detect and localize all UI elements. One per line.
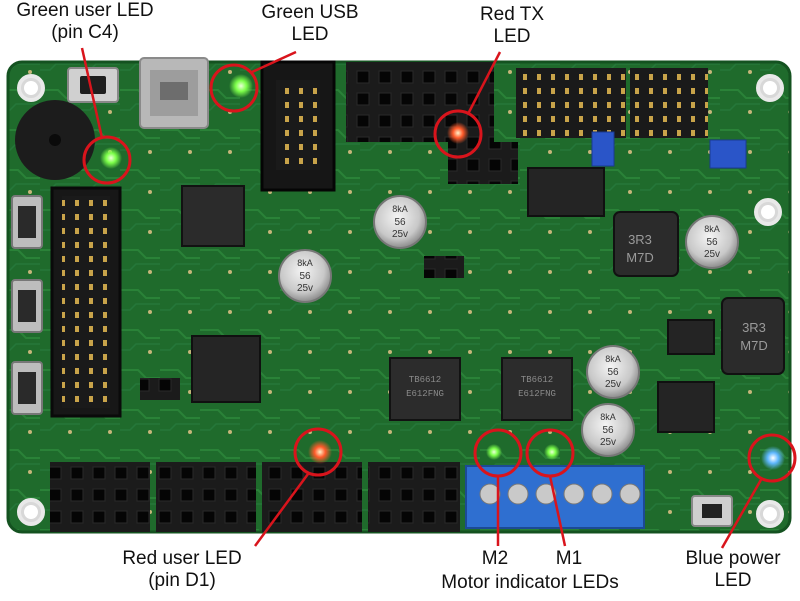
svg-text:3R3: 3R3 — [628, 232, 652, 247]
svg-text:56: 56 — [394, 217, 406, 228]
pin-header-a — [516, 68, 626, 138]
bottom-headers — [50, 462, 460, 532]
svg-text:56: 56 — [706, 237, 718, 248]
label-motor-indicator-leds: Motor indicator LEDs — [441, 572, 619, 593]
ic-regulator — [527, 167, 605, 217]
svg-text:TB6612: TB6612 — [409, 375, 441, 385]
svg-text:56: 56 — [299, 271, 311, 282]
jumper-blue-2 — [591, 131, 615, 167]
svg-text:8kA: 8kA — [297, 258, 313, 268]
green-user-led — [100, 147, 122, 169]
svg-text:56: 56 — [607, 367, 619, 378]
usb-connector — [139, 57, 209, 129]
svg-text:25v: 25v — [704, 249, 720, 260]
label-green-usb-led: Green USB LED — [261, 2, 359, 45]
svg-text:3R3: 3R3 — [742, 320, 766, 335]
label-blue-power-led: Blue power LED — [685, 548, 781, 591]
capacitor-1: 8kA 56 25v — [278, 249, 332, 303]
leader-lines — [80, 47, 764, 549]
red-tx-led — [447, 122, 469, 144]
mounting-holes — [17, 74, 784, 528]
motor-driver-1: TB6612 E612FNG — [389, 357, 461, 421]
ic-microcontroller — [191, 335, 261, 403]
label-green-user-led: Green user LED (pin C4) — [16, 0, 154, 43]
capacitor-5: 8kA 56 25v — [581, 403, 635, 457]
motor-driver-2: TB6612 E612FNG — [501, 357, 573, 421]
motor-led-m2 — [486, 444, 502, 460]
label-m2: M2 — [481, 548, 509, 569]
label-m1: M1 — [555, 548, 583, 569]
pin-header-b — [630, 68, 708, 138]
svg-text:E612FNG: E612FNG — [518, 389, 556, 399]
red-user-led — [308, 440, 332, 464]
capacitor-4: 8kA 56 25v — [586, 345, 640, 399]
green-usb-led — [229, 74, 253, 98]
svg-text:56: 56 — [602, 425, 614, 436]
inductor-2: 3R3 M7D — [721, 297, 785, 375]
svg-text:TB6612: TB6612 — [521, 375, 553, 385]
svg-text:8kA: 8kA — [704, 224, 720, 234]
capacitor-3: 8kA 56 25v — [685, 215, 739, 269]
capacitor-2: 8kA 56 25v — [373, 195, 427, 249]
svg-text:M7D: M7D — [740, 338, 767, 353]
svg-text:25v: 25v — [600, 437, 616, 448]
motor-led-m1 — [544, 444, 560, 460]
svg-text:8kA: 8kA — [600, 412, 616, 422]
side-buttons — [11, 195, 43, 415]
inductor-1: 3R3 M7D — [613, 211, 679, 277]
svg-text:E612FNG: E612FNG — [406, 389, 444, 399]
svg-text:25v: 25v — [605, 379, 621, 390]
jumper-blue-1 — [709, 139, 747, 169]
label-red-user-led: Red user LED (pin D1) — [122, 548, 242, 591]
ic-usb-chip — [181, 185, 245, 247]
svg-text:8kA: 8kA — [392, 204, 408, 214]
label-red-tx-led: Red TX LED — [479, 4, 545, 47]
svg-text:25v: 25v — [297, 283, 313, 294]
svg-text:25v: 25v — [392, 229, 408, 240]
svg-text:8kA: 8kA — [605, 354, 621, 364]
svg-text:M7D: M7D — [626, 250, 653, 265]
blue-power-led — [761, 446, 785, 470]
top-female-header — [346, 62, 494, 142]
